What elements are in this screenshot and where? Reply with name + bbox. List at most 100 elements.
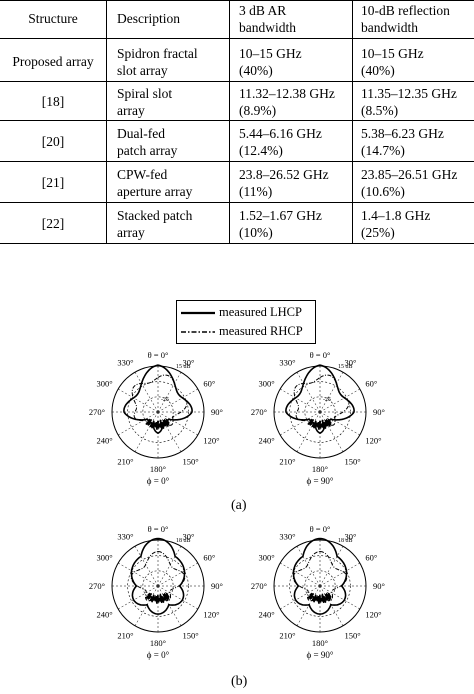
angle-label: 180° xyxy=(312,638,328,648)
angle-label: θ = 0° xyxy=(148,524,169,534)
angle-label: θ = 0° xyxy=(310,352,331,360)
table-cell: Stacked patch array xyxy=(117,208,193,240)
polar-grid xyxy=(273,539,367,633)
lhcp-trace xyxy=(130,537,186,615)
angle-label: 270° xyxy=(89,581,105,591)
angle-label: 60° xyxy=(365,379,377,389)
angle-label: 270° xyxy=(89,407,105,417)
table-cell: 1.52–1.67 GHz (10%) xyxy=(239,208,322,240)
angle-label: 330° xyxy=(117,532,133,542)
angle-label: 90° xyxy=(373,407,385,417)
angle-label: 60° xyxy=(203,379,215,389)
angle-label: 240° xyxy=(96,436,112,446)
table-cell: [18] xyxy=(41,94,65,109)
grid-ring xyxy=(142,396,174,428)
inner-ring-label: -25 xyxy=(323,397,331,403)
grid-spoke xyxy=(134,411,159,452)
angle-label: 120° xyxy=(203,436,219,446)
angle-label: 150° xyxy=(345,630,361,640)
angle-label: 30° xyxy=(345,358,357,368)
angle-label: 150° xyxy=(183,630,199,640)
grid-ring xyxy=(127,381,189,443)
cut-label: ϕ = 0° xyxy=(147,476,170,486)
lhcp-trace xyxy=(285,364,355,435)
angle-label: 210° xyxy=(279,630,295,640)
polar-plot-a-phi90: θ = 0°30°60°90°120°150°180°210°240°270°3… xyxy=(251,352,385,486)
grid-ring xyxy=(289,381,351,443)
grid-spoke xyxy=(296,411,321,452)
grid-spoke xyxy=(319,562,360,587)
table-cell: 10–15 GHz (40%) xyxy=(361,46,424,78)
table-cell: Dual-fed patch array xyxy=(117,126,178,158)
range-label: 18 dB xyxy=(338,538,353,544)
row-rule xyxy=(0,120,474,121)
polar-grid xyxy=(111,539,205,633)
caption-b: (b) xyxy=(231,674,248,689)
angle-label: 180° xyxy=(150,638,166,648)
grid-ring xyxy=(127,555,189,617)
grid-spoke xyxy=(118,562,159,587)
range-label: 15 dB xyxy=(338,364,353,370)
table-cell: 5.38–6.23 GHz (14.7%) xyxy=(361,126,444,158)
angle-label: 300° xyxy=(96,379,112,389)
legend-entry-rhcp: measured RHCP xyxy=(181,324,303,339)
column-rule xyxy=(352,0,353,244)
angle-label: 240° xyxy=(258,610,274,620)
table-cell: 1.4–1.8 GHz (25%) xyxy=(361,208,431,240)
table-cell: Proposed array xyxy=(12,54,94,69)
table-cell: 10–15 GHz (40%) xyxy=(239,46,302,78)
back-lobe-trace xyxy=(307,591,333,604)
angle-label: 270° xyxy=(251,407,267,417)
angle-label: 270° xyxy=(251,581,267,591)
row-rule xyxy=(0,81,474,82)
table-cell: 11.32–12.38 GHz (8.9%) xyxy=(239,86,335,118)
grid-ring xyxy=(142,570,174,602)
back-lobe-trace xyxy=(145,417,171,430)
angle-label: 30° xyxy=(345,532,357,542)
angle-label: 300° xyxy=(258,379,274,389)
polar-plot-b-phi0: θ = 0°30°60°90°120°150°180°210°240°270°3… xyxy=(89,524,223,660)
angle-label: 210° xyxy=(279,456,295,466)
lhcp-trace xyxy=(123,364,193,435)
grid-spoke xyxy=(157,411,182,452)
header-reflection-bandwidth: 10-dB reflection bandwidth xyxy=(361,3,450,35)
angle-label: 300° xyxy=(96,553,112,563)
angle-label: 300° xyxy=(258,553,274,563)
table-top-rule xyxy=(0,0,474,1)
table-cell: Spiral slot array xyxy=(117,86,173,118)
comparison-table: Structure Description 3 dB AR bandwidth … xyxy=(0,0,474,244)
row-rule xyxy=(0,161,474,162)
angle-label: 210° xyxy=(117,630,133,640)
table-cell: 5.44–6.16 GHz (12.4%) xyxy=(239,126,322,158)
table-cell: 11.35–12.35 GHz (8.5%) xyxy=(361,86,457,118)
table-cell: [20] xyxy=(41,134,65,149)
row-rule xyxy=(0,202,474,203)
table-cell: 23.8–26.52 GHz (11%) xyxy=(239,167,329,199)
column-rule xyxy=(106,0,107,244)
header-ar-bandwidth: 3 dB AR bandwidth xyxy=(239,3,296,35)
header-rule xyxy=(0,38,474,39)
caption-a: (a) xyxy=(231,498,247,513)
cut-label: ϕ = 0° xyxy=(147,650,170,660)
angle-label: 330° xyxy=(279,358,295,368)
polar-plot-a-phi0: θ = 0°30°60°90°120°150°180°210°240°270°3… xyxy=(89,352,223,486)
grid-spoke xyxy=(157,562,198,587)
dashdot-line-swatch xyxy=(181,330,215,333)
angle-label: 240° xyxy=(258,436,274,446)
plot-legend: measured LHCP measured RHCP xyxy=(176,300,316,344)
table-cell: CPW-fed aperture array xyxy=(117,167,193,199)
polar-grid xyxy=(273,365,367,459)
inner-ring-label: -25 xyxy=(161,397,169,403)
angle-label: 180° xyxy=(312,464,328,474)
legend-entry-lhcp: measured LHCP xyxy=(181,305,302,320)
column-rule xyxy=(229,0,230,244)
grid-spoke xyxy=(280,562,321,587)
angle-label: 210° xyxy=(117,456,133,466)
legend-label: measured LHCP xyxy=(219,305,302,319)
table-cell: [22] xyxy=(41,216,65,231)
angle-label: 180° xyxy=(150,464,166,474)
cut-label: ϕ = 90° xyxy=(307,476,334,486)
angle-label: θ = 0° xyxy=(310,524,331,534)
table-cell: 23.85–26.51 GHz (10.6%) xyxy=(361,167,458,199)
range-label: 18 dB xyxy=(176,538,191,544)
